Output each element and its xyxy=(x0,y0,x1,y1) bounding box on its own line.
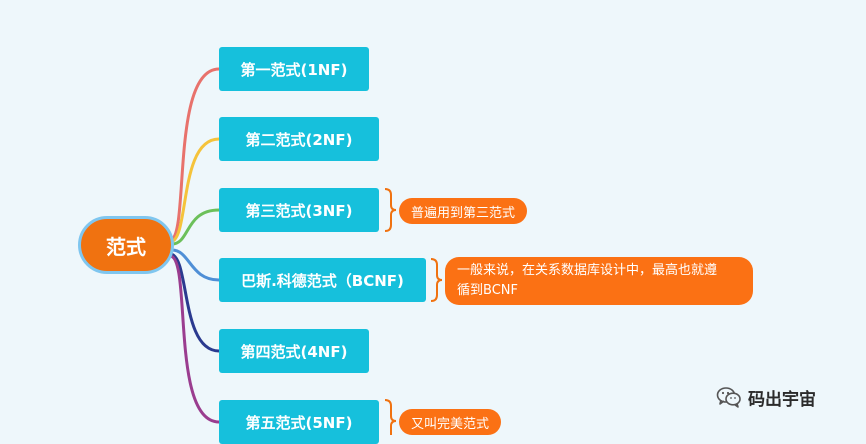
wechat-icon xyxy=(716,387,741,408)
watermark: 码出宇宙 xyxy=(716,384,816,410)
node-3nf[interactable]: 第三范式(3NF) xyxy=(219,188,379,232)
branch-3nf xyxy=(171,208,220,246)
note-3nf[interactable]: 普遍用到第三范式 xyxy=(399,198,528,224)
watermark-text: 码出宇宙 xyxy=(748,389,816,410)
note-bcnf-text: 一般来说，在关系数据库设计中，最高也就遵 循到BCNF xyxy=(457,261,717,301)
branch-5nf xyxy=(169,254,220,424)
bracket-3nf xyxy=(384,188,397,232)
node-4nf[interactable]: 第四范式(4NF) xyxy=(219,329,369,373)
note-bcnf-line-1: 一般来说，在关系数据库设计中，最高也就遵 xyxy=(457,263,718,278)
branch-4nf xyxy=(169,252,220,353)
note-5nf[interactable]: 又叫完美范式 xyxy=(399,409,502,435)
branch-bcnf xyxy=(171,248,220,282)
note-bcnf[interactable]: 一般来说，在关系数据库设计中，最高也就遵 循到BCNF xyxy=(445,257,753,305)
mind-map: 范式 第一范式(1NF) 第二范式(2NF) 第三范式(3NF) 巴斯.科德范式… xyxy=(78,47,816,444)
branch-2nf xyxy=(169,137,220,244)
node-2nf[interactable]: 第二范式(2NF) xyxy=(219,117,379,161)
note-bcnf-line-2: 循到BCNF xyxy=(457,283,518,298)
node-1nf[interactable]: 第一范式(1NF) xyxy=(219,47,369,91)
branch-lines xyxy=(169,67,443,435)
bracket-bcnf xyxy=(430,258,443,302)
node-5nf[interactable]: 第五范式(5NF) xyxy=(219,400,379,444)
node-bcnf[interactable]: 巴斯.科德范式（BCNF) xyxy=(219,258,426,302)
root-node[interactable]: 范式 xyxy=(78,216,174,274)
bracket-5nf xyxy=(384,399,397,435)
branch-1nf xyxy=(169,67,220,242)
